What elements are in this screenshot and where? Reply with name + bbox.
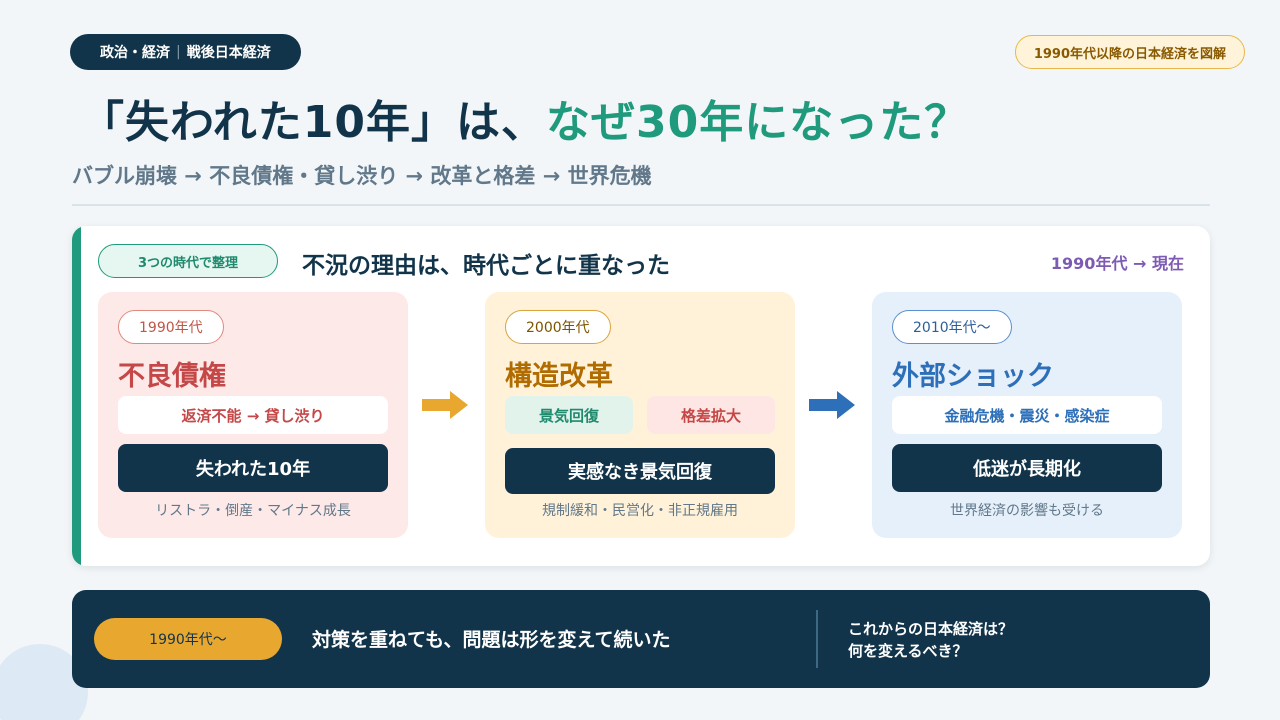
inequality-chip: 格差拡大 [647,396,775,434]
summary-bar: 1990年代〜 対策を重ねても、問題は形を変えて続いた これからの日本経済は？ … [72,590,1210,688]
header-divider [72,204,1210,206]
era-card-title: 構造改革 [505,361,613,392]
result-box: 低迷が長期化 [892,444,1162,492]
summary-question: これからの日本経済は？ 何を変えるべき？ [848,618,1013,662]
era-card-note: 規制緩和・民営化・非正規雇用 [542,503,738,519]
topic-tag-subject: 政治・経済 [100,45,170,61]
era-card-title: 外部ショック [892,361,1054,392]
summary-divider [816,610,818,668]
panel-pill: 3つの時代で整理 [98,244,278,278]
era-pill: 1990年代 [118,310,224,344]
result-box: 失われた10年 [118,444,388,492]
summary-question-line-2: 何を変えるべき？ [848,642,968,660]
era-card-note: 世界経済の影響も受ける [950,503,1104,519]
cause-chip: 金融危機・震災・感染症 [892,396,1162,434]
topic-tag-separator: | [176,44,181,60]
topic-tag: 政治・経済 | 戦後日本経済 [70,34,301,70]
page-title-main: 「失われた10年」は、 [80,97,547,148]
era-card-2000s: 2000年代 構造改革 景気回復 格差拡大 実感なき景気回復 規制緩和・民営化・… [485,292,795,538]
era-panel: 3つの時代で整理 不況の理由は、時代ごとに重なった 1990年代 → 現在 19… [72,226,1210,566]
era-card-title: 不良債権 [118,361,226,392]
arrow-right-icon-blue [809,391,855,419]
topic-tag-unit: 戦後日本経済 [186,45,271,61]
panel-range: 1990年代 → 現在 [1050,254,1184,273]
panel-heading: 不況の理由は、時代ごとに重なった [302,253,670,279]
summary-pill: 1990年代〜 [94,618,282,660]
page-subtitle: バブル崩壊 → 不良債権・貸し渋り → 改革と格差 → 世界危機 [72,164,652,188]
result-box: 実感なき景気回復 [505,448,775,494]
panel-accent-bar [72,226,81,566]
era-card-1990s: 1990年代 不良債権 返済不能 → 貸し渋り 失われた10年 リストラ・倒産・… [98,292,408,538]
page-title-accent: なぜ30年になった？ [546,97,970,148]
summary-message: 対策を重ねても、問題は形を変えて続いた [312,629,671,651]
era-pill: 2010年代〜 [892,310,1012,344]
arrow-right-icon-amber [422,391,468,419]
era-pill: 2000年代 [505,310,611,344]
page-title: 「失われた10年」は、なぜ30年になった？ [80,86,969,150]
era-card-note: リストラ・倒産・マイナス成長 [155,503,351,519]
cause-chip: 返済不能 → 貸し渋り [118,396,388,434]
era-card-2010s: 2010年代〜 外部ショック 金融危機・震災・感染症 低迷が長期化 世界経済の影… [872,292,1182,538]
recovery-chip: 景気回復 [505,396,633,434]
summary-question-line-1: これからの日本経済は？ [848,620,1014,638]
scope-tag: 1990年代以降の日本経済を図解 [1014,35,1245,69]
